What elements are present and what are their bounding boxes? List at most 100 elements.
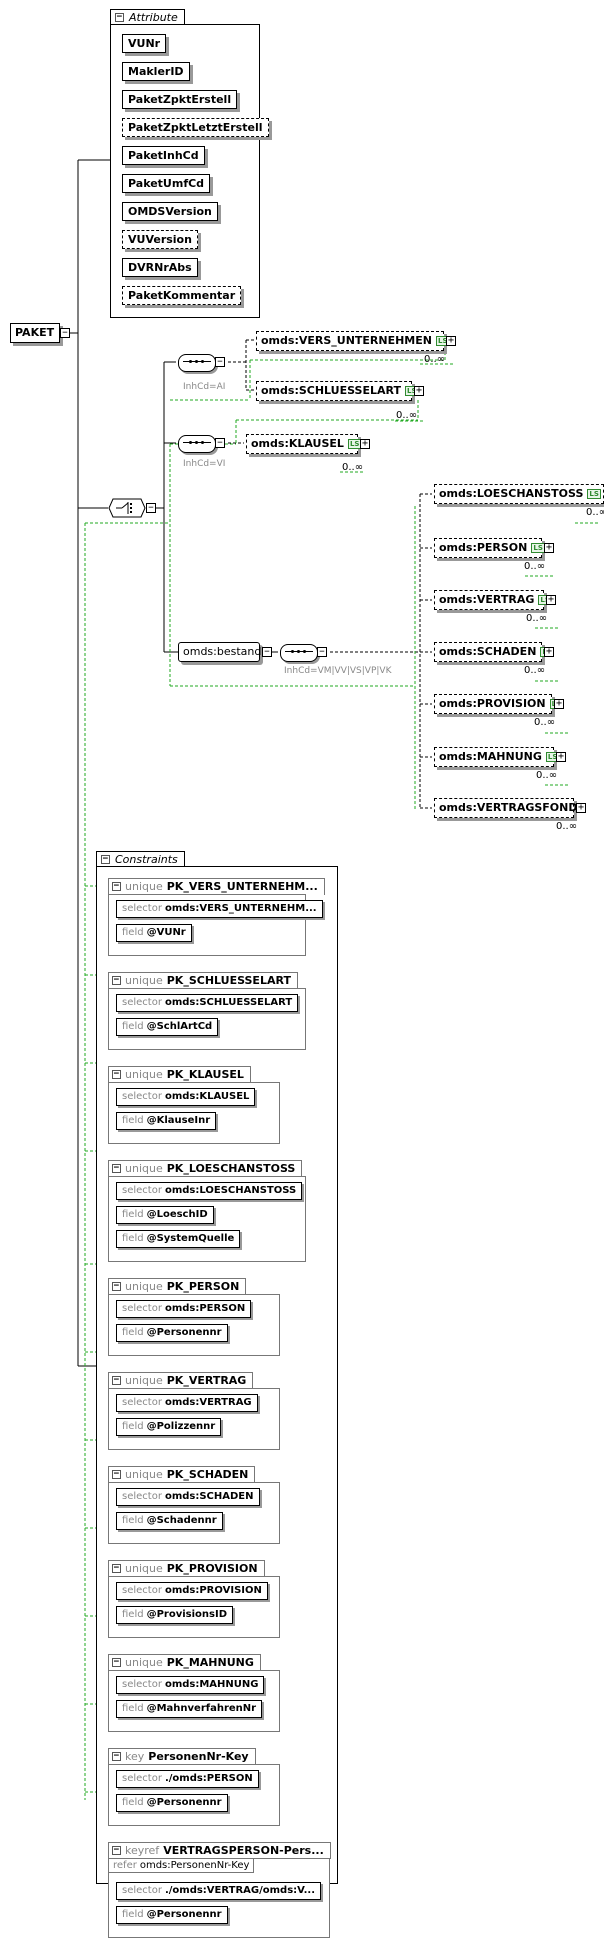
expand-icon[interactable]: +	[414, 385, 424, 396]
attribute-item[interactable]: OMDSVersion	[122, 202, 218, 221]
attribute-item[interactable]: PaketInhCd	[122, 146, 205, 165]
sequence-vi[interactable]	[178, 435, 216, 453]
selector-value: omds:MAHNUNG	[164, 1679, 259, 1690]
field-box: field@Polizzennr	[116, 1418, 222, 1436]
cardinality: 0..∞	[586, 507, 604, 518]
choice-compositor[interactable]	[108, 498, 146, 518]
expand-icon[interactable]: +	[544, 646, 554, 657]
selector-value: omds:LOESCHANSTOSS	[164, 1185, 297, 1196]
element-vertragsfonds[interactable]: omds:VERTRAGSFONDS	[434, 798, 585, 818]
root-collapse-icon[interactable]: −	[60, 328, 70, 338]
field-keyword: field	[122, 1115, 144, 1126]
field-value: @SystemQuelle	[146, 1233, 235, 1244]
attribute-item[interactable]: DVRNrAbs	[122, 258, 198, 277]
expand-icon[interactable]: +	[446, 335, 456, 346]
sequence-vi-collapse-icon[interactable]: −	[215, 438, 225, 448]
element-schaden[interactable]: omds:SCHADENLS	[434, 642, 554, 662]
element-label: omds:KLAUSEL	[251, 437, 344, 450]
sequence-ai-collapse-icon[interactable]: −	[215, 357, 225, 367]
attribute-item[interactable]: PaketKommentar	[122, 286, 242, 305]
cardinality: 0..∞	[424, 354, 446, 365]
collapse-icon[interactable]: −	[112, 1163, 121, 1173]
field-value: @KlauseInr	[146, 1115, 211, 1126]
collapse-icon[interactable]: −	[112, 1281, 121, 1291]
constraint-name: PK_VERS_UNTERNEHM...	[166, 880, 318, 893]
collapse-icon[interactable]: −	[112, 1375, 121, 1385]
connector-lines	[68, 159, 600, 1800]
field-value: @VUNr	[146, 927, 186, 938]
field-keyword: field	[122, 1233, 144, 1244]
expand-icon[interactable]: +	[544, 542, 554, 553]
attribute-item[interactable]: PaketZpktLetztErstell	[122, 118, 269, 137]
sequence-ai[interactable]	[178, 354, 216, 372]
selector-keyword: selector	[122, 903, 162, 914]
expand-icon[interactable]: +	[360, 438, 370, 449]
constraint-kind: unique	[125, 1468, 163, 1481]
field-box: field@LoeschID	[116, 1206, 214, 1224]
field-box: field@SchlArtCd	[116, 1018, 219, 1036]
constraint-name: PK_SCHLUESSELART	[166, 974, 291, 987]
choice-collapse-icon[interactable]: −	[146, 503, 156, 513]
selector-keyword: selector	[122, 1397, 162, 1408]
field-keyword: field	[122, 1421, 144, 1432]
collapse-icon[interactable]: −	[112, 975, 121, 985]
selector-value: omds:VERS_UNTERNEHM...	[164, 903, 317, 914]
field-value: @Personennr	[146, 1797, 222, 1808]
collapse-icon[interactable]: −	[101, 854, 110, 864]
attribute-item[interactable]: VUVersion	[122, 230, 198, 249]
collapse-icon[interactable]: −	[112, 1069, 121, 1079]
bestand-collapse-icon[interactable]: −	[262, 647, 272, 657]
attribute-item[interactable]: MaklerID	[122, 62, 190, 81]
constraint-kind: unique	[125, 1162, 163, 1175]
collapse-icon[interactable]: −	[112, 1563, 121, 1573]
element-label: omds:SCHLUESSELART	[261, 384, 401, 397]
field-box: field@Personennr	[116, 1324, 228, 1342]
root-element-paket[interactable]: PAKET	[10, 323, 60, 343]
element-provision[interactable]: omds:PROVISIONLS	[434, 694, 564, 714]
field-value: @SchlArtCd	[146, 1021, 213, 1032]
expand-icon[interactable]: +	[576, 802, 586, 813]
field-value: @LoeschID	[146, 1209, 208, 1220]
element-bestand[interactable]: omds:bestand	[178, 642, 262, 662]
element-label: omds:bestand	[183, 645, 262, 658]
cardinality: 0..∞	[536, 770, 558, 781]
ls-badge-icon: LS	[587, 489, 601, 499]
collapse-icon[interactable]: −	[112, 1657, 121, 1667]
expand-icon[interactable]: +	[554, 698, 564, 709]
sequence-bestand[interactable]	[280, 644, 318, 662]
element-label: omds:LOESCHANSTOSS	[439, 487, 584, 500]
constraint-kind: unique	[125, 1562, 163, 1575]
constraint-kind: unique	[125, 1280, 163, 1293]
expand-icon[interactable]: +	[556, 751, 566, 762]
sequence-vi-note: InhCd=VI	[183, 459, 226, 469]
collapse-icon[interactable]: −	[115, 12, 124, 22]
element-vertrag[interactable]: omds:VERTRAGLS	[434, 590, 552, 610]
attribute-item[interactable]: VUNr	[122, 34, 167, 53]
constraints-group-tab: − Constraints	[96, 851, 185, 866]
constraint-name: PK_MAHNUNG	[166, 1656, 254, 1669]
constraint-kind: unique	[125, 1656, 163, 1669]
sequence-bestand-collapse-icon[interactable]: −	[317, 647, 327, 657]
selector-value: omds:KLAUSEL	[164, 1091, 250, 1102]
attribute-group-tab: − Attribute	[110, 9, 185, 24]
attribute-item[interactable]: PaketZpktErstell	[122, 90, 238, 109]
collapse-icon[interactable]: −	[112, 1469, 121, 1479]
collapse-icon[interactable]: −	[112, 1751, 121, 1761]
collapse-icon[interactable]: −	[112, 1845, 121, 1855]
attribute-item[interactable]: PaketUmfCd	[122, 174, 211, 193]
expand-icon[interactable]: +	[546, 594, 556, 605]
collapse-icon[interactable]: −	[112, 881, 121, 891]
selector-value: ./omds:VERTRAG/omds:V...	[164, 1885, 315, 1896]
